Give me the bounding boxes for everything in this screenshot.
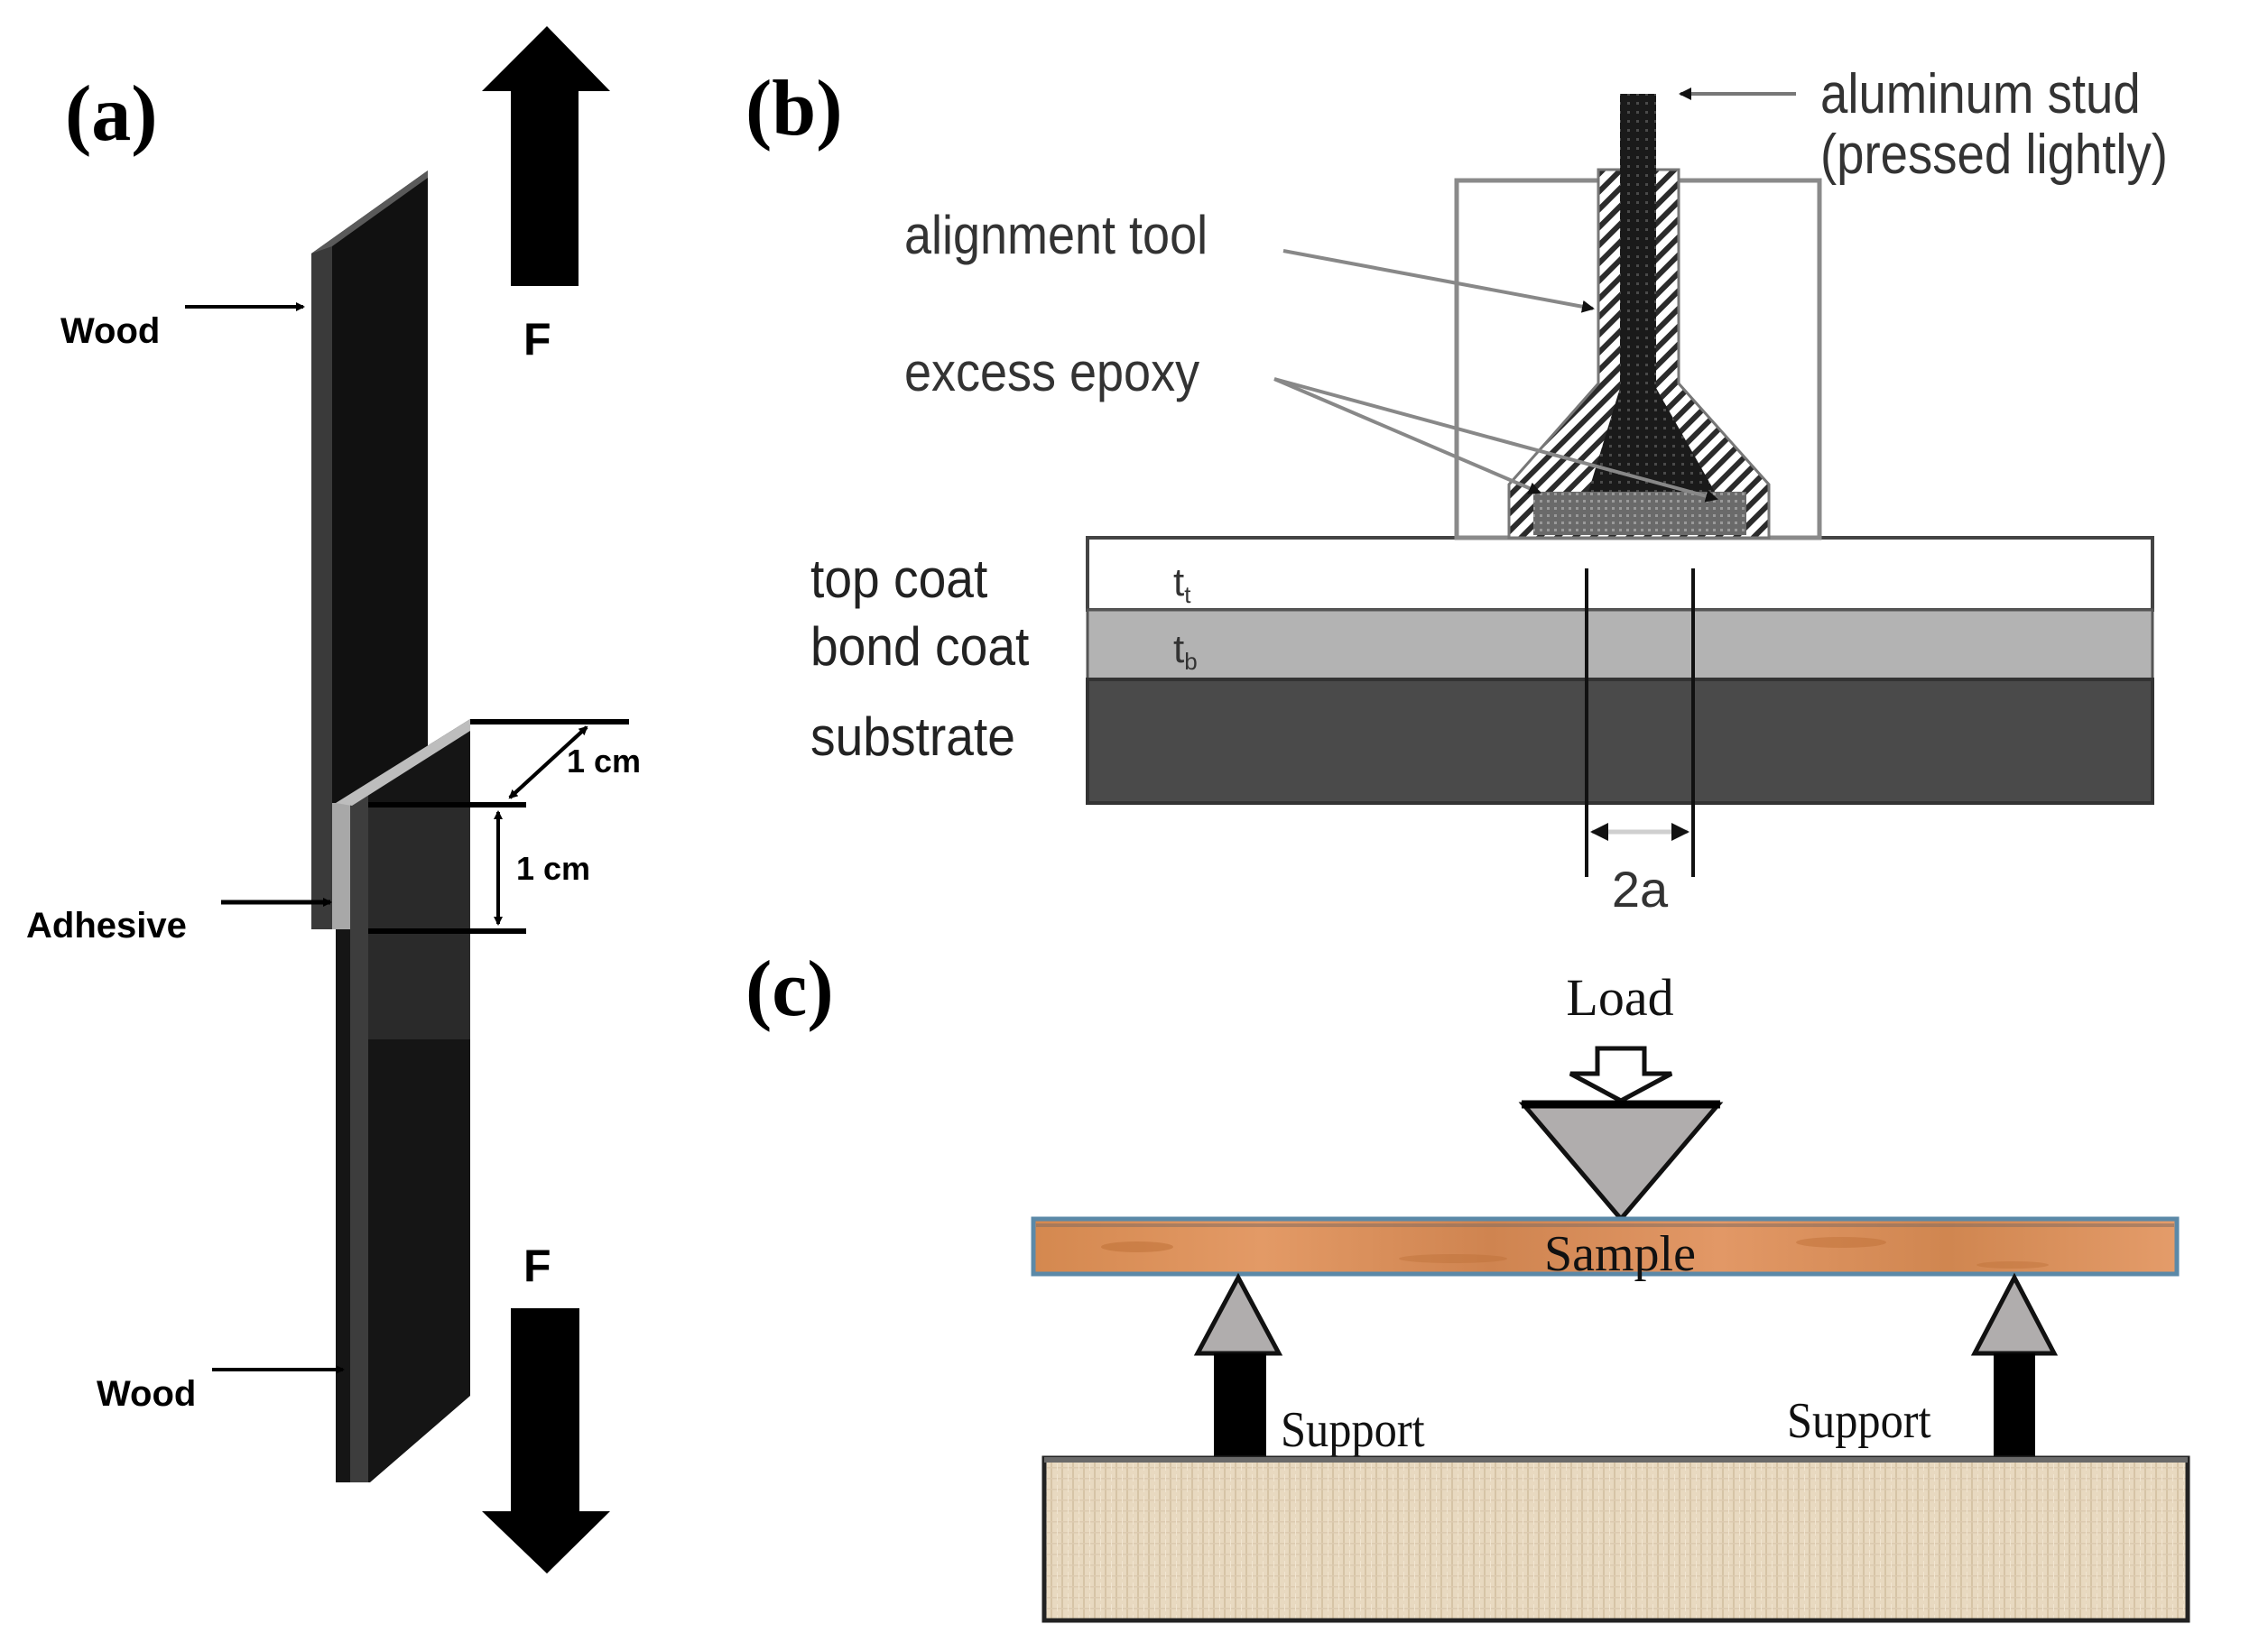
top-coat-thickness-sub: t (1184, 581, 1191, 608)
panel-c-label: (c) (745, 946, 834, 1033)
dimension-label-length: 1 cm (516, 850, 590, 887)
top-coat-layer (1086, 536, 2154, 612)
substrate-layer (1086, 678, 2154, 805)
force-down-arrow-icon (482, 1308, 610, 1574)
force-up-arrow-icon (482, 26, 610, 286)
panel-a: (a) F 1 cm (26, 26, 641, 1574)
excess-epoxy-label: excess epoxy (904, 342, 1200, 402)
contact-diameter-marker (1585, 568, 1695, 877)
adhesive-label: Adhesive (26, 906, 187, 946)
dimension-lines (368, 719, 629, 934)
bond-coat-thickness-sub: b (1184, 648, 1197, 675)
load-label: Load (1566, 968, 1673, 1027)
base-block (1041, 1455, 2190, 1623)
aluminum-stud-label: aluminum stud (1820, 63, 2141, 125)
force-label-lower: F (523, 1241, 551, 1291)
support-left (1193, 1272, 1283, 1460)
top-coat-thickness-symbol: t (1173, 560, 1184, 605)
substrate-label: substrate (810, 707, 1015, 768)
adhesive-layer (332, 719, 470, 929)
bond-coat-label: bond coat (810, 617, 1029, 678)
support-label-right: Support (1787, 1393, 1931, 1449)
panel-c: (c) Load Sample Support Support (745, 946, 2190, 1623)
alignment-tool-label: alignment tool (904, 205, 1208, 265)
panel-b: (b) top coat bond coat substrate tt tb (745, 63, 2168, 918)
dimension-label-width: 1 cm (567, 743, 641, 780)
top-coat-label: top coat (810, 549, 987, 610)
bond-coat-layer (1086, 608, 2154, 681)
sample-label: Sample (1544, 1226, 1696, 1282)
bond-coat-thickness: tb (1173, 627, 1198, 675)
wood-strip-upper (311, 171, 428, 929)
load-arrow-icon (1569, 1046, 1673, 1103)
wood-strip-lower (336, 719, 470, 1482)
aluminum-stud-note: (pressed lightly) (1820, 124, 2168, 186)
contact-diameter-label: 2a (1612, 861, 1669, 918)
top-coat-thickness: tt (1173, 560, 1191, 608)
panel-b-label: (b) (745, 65, 843, 152)
panel-a-label: (a) (65, 70, 158, 158)
support-right (1970, 1272, 2059, 1460)
alignment-tool-pointer (1282, 249, 1595, 313)
sample-bar (1031, 1216, 2180, 1277)
force-label-upper: F (523, 314, 551, 365)
excess-epoxy-pointer-left (1273, 377, 1541, 494)
wood-label-upper: Wood (60, 311, 160, 351)
aluminum-stud (1588, 94, 1715, 492)
load-indenter (1518, 1102, 1724, 1223)
bond-coat-thickness-symbol: t (1173, 627, 1184, 671)
excess-epoxy-pointer-right (1273, 377, 1718, 503)
wood-label-lower: Wood (97, 1374, 196, 1414)
support-label-left: Support (1281, 1402, 1425, 1458)
